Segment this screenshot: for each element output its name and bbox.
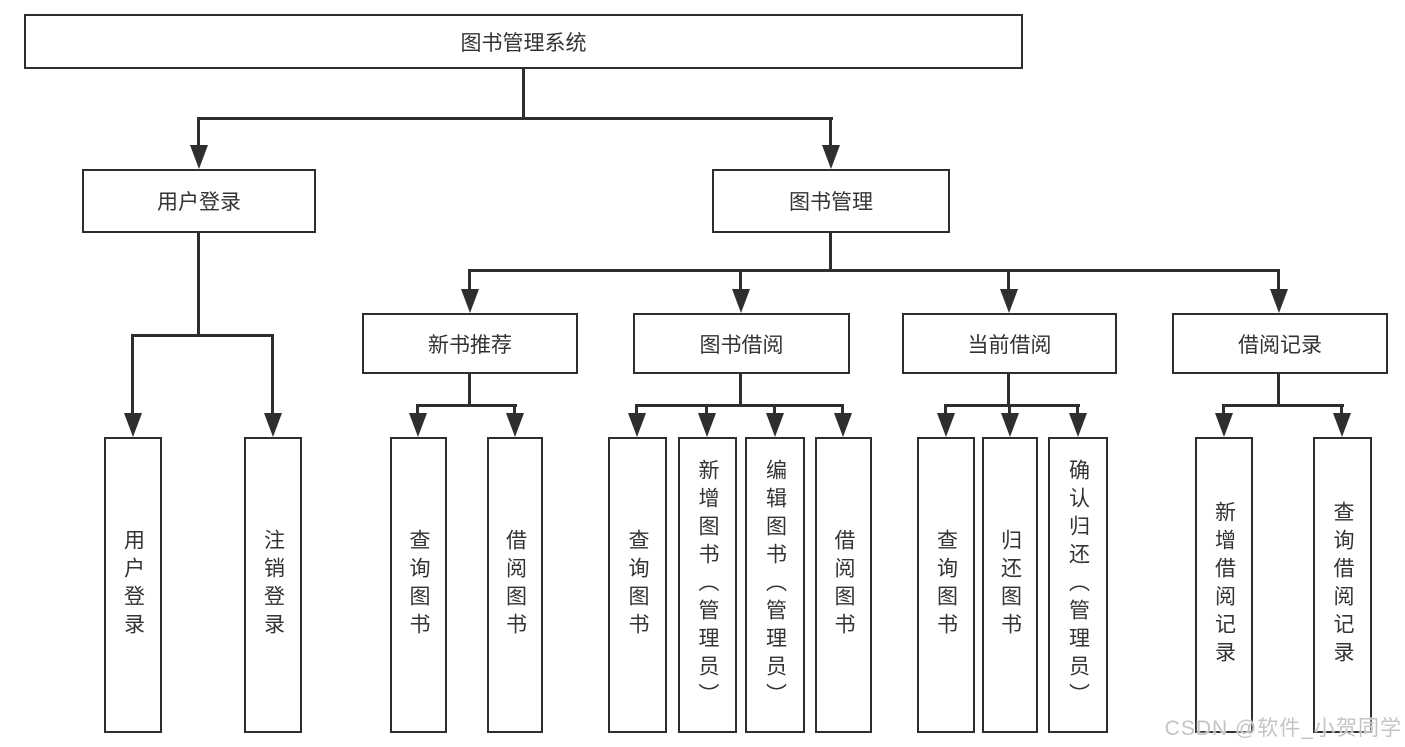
- leaf-borrow-query-books-label: 查询图书: [626, 529, 649, 641]
- arrow-down-icon: [506, 413, 524, 437]
- csdn-watermark: CSDN @软件_小贺同学: [1164, 717, 1402, 740]
- connector-stem-book-management: [829, 117, 832, 149]
- leaf-records-add-record-label: 新增借阅记录: [1212, 501, 1236, 669]
- connector-stem: [1076, 404, 1079, 417]
- connector-stem: [1340, 404, 1343, 417]
- connector-borrow-records-hline: [1222, 404, 1344, 407]
- connector-root-hline: [197, 117, 833, 120]
- connector-stem: [944, 404, 947, 417]
- arrow-down-icon: [124, 413, 142, 437]
- connector-stem: [841, 404, 844, 417]
- arrow-down-icon: [1270, 289, 1288, 313]
- node-user-login-label: 用户登录: [157, 191, 241, 214]
- arrow-down-icon: [732, 289, 750, 313]
- leaf-current-query-books: 查询图书: [917, 437, 975, 733]
- connector-stem: [416, 404, 419, 417]
- node-current-borrow-label: 当前借阅: [967, 333, 1052, 357]
- leaf-borrow-borrow-books-label: 借阅图书: [832, 529, 855, 641]
- leaf-borrow-add-books-admin-label: 新增图书（管理员）: [696, 459, 719, 711]
- node-borrow-records: 借阅记录: [1172, 313, 1388, 374]
- leaf-current-return-books: 归还图书: [982, 437, 1038, 733]
- leaf-current-query-books-label: 查询图书: [934, 529, 958, 641]
- leaf-recommend-borrow-books: 借阅图书: [487, 437, 543, 733]
- leaf-user-login: 用户登录: [104, 437, 162, 733]
- leaf-current-return-books-label: 归还图书: [998, 529, 1022, 641]
- leaf-logout: 注销登录: [244, 437, 302, 733]
- connector-book-borrow-hline: [635, 404, 844, 407]
- arrow-down-icon: [1069, 413, 1087, 437]
- leaf-borrow-edit-books-admin: 编辑图书（管理员）: [745, 437, 805, 733]
- connector-book-borrow-stub: [739, 374, 742, 405]
- arrow-down-icon: [1000, 289, 1018, 313]
- arrow-down-icon: [834, 413, 852, 437]
- connector-book-management-hline: [468, 269, 1280, 272]
- arrow-down-icon: [409, 413, 427, 437]
- node-new-book-recommend-label: 新书推荐: [428, 333, 512, 357]
- node-new-book-recommend: 新书推荐: [362, 313, 578, 374]
- leaf-records-query-record: 查询借阅记录: [1313, 437, 1372, 733]
- node-book-management: 图书管理: [712, 169, 950, 233]
- connector-stem: [773, 404, 776, 417]
- node-borrow-records-label: 借阅记录: [1238, 333, 1322, 357]
- leaf-current-confirm-return-admin: 确认归还（管理员）: [1048, 437, 1108, 733]
- connector-stem: [1008, 404, 1011, 417]
- leaf-borrow-borrow-books: 借阅图书: [815, 437, 872, 733]
- connector-stem: [705, 404, 708, 417]
- arrow-down-icon: [1215, 413, 1233, 437]
- connector-root-stub: [522, 69, 525, 119]
- connector-borrow-records-stub: [1277, 374, 1280, 405]
- node-current-borrow: 当前借阅: [902, 313, 1117, 374]
- arrow-down-icon: [1001, 413, 1019, 437]
- connector-user-login-hline: [131, 334, 273, 337]
- arrow-down-icon: [628, 413, 646, 437]
- connector-book-management-stub: [829, 233, 832, 272]
- leaf-borrow-add-books-admin: 新增图书（管理员）: [678, 437, 737, 733]
- leaf-user-login-label: 用户登录: [121, 529, 145, 641]
- connector-recommend-stub: [468, 374, 471, 406]
- connector-user-login-stub: [197, 233, 200, 336]
- node-root-label: 图书管理系统: [460, 31, 587, 55]
- leaf-borrow-edit-books-admin-label: 编辑图书（管理员）: [763, 459, 787, 711]
- connector-stem-user-login: [197, 117, 200, 149]
- connector-stem-book-borrow: [739, 269, 742, 291]
- connector-current-borrow-hline: [944, 404, 1080, 407]
- arrow-down-icon: [190, 145, 208, 169]
- arrow-down-icon: [937, 413, 955, 437]
- arrow-down-icon: [766, 413, 784, 437]
- arrow-down-icon: [822, 145, 840, 169]
- connector-stem-borrow-records: [1277, 269, 1280, 291]
- leaf-borrow-query-books: 查询图书: [608, 437, 667, 733]
- connector-current-borrow-stub: [1007, 374, 1010, 406]
- arrow-down-icon: [1333, 413, 1351, 437]
- connector-stem-leaf-user-login: [131, 334, 134, 415]
- arrow-down-icon: [698, 413, 716, 437]
- arrow-down-icon: [461, 289, 479, 313]
- leaf-records-add-record: 新增借阅记录: [1195, 437, 1253, 733]
- node-book-management-label: 图书管理: [789, 191, 873, 214]
- node-book-borrow: 图书借阅: [633, 313, 850, 374]
- connector-stem: [635, 404, 638, 417]
- connector-stem-leaf-logout: [271, 334, 274, 415]
- node-user-login: 用户登录: [82, 169, 316, 233]
- connector-recommend-hline: [416, 404, 517, 407]
- connector-stem: [513, 404, 516, 417]
- node-root: 图书管理系统: [24, 14, 1023, 69]
- leaf-recommend-query-books-label: 查询图书: [407, 529, 430, 641]
- node-book-borrow-label: 图书借阅: [699, 333, 784, 357]
- leaf-current-confirm-return-admin-label: 确认归还（管理员）: [1066, 459, 1090, 711]
- connector-stem: [1222, 404, 1225, 417]
- leaf-recommend-query-books: 查询图书: [390, 437, 447, 733]
- arrow-down-icon: [264, 413, 282, 437]
- connector-stem-current-borrow: [1007, 269, 1010, 291]
- leaf-logout-label: 注销登录: [261, 529, 285, 641]
- leaf-recommend-borrow-books-label: 借阅图书: [503, 529, 527, 641]
- connector-stem-new-book-recommend: [468, 269, 471, 291]
- leaf-records-query-record-label: 查询借阅记录: [1331, 501, 1354, 669]
